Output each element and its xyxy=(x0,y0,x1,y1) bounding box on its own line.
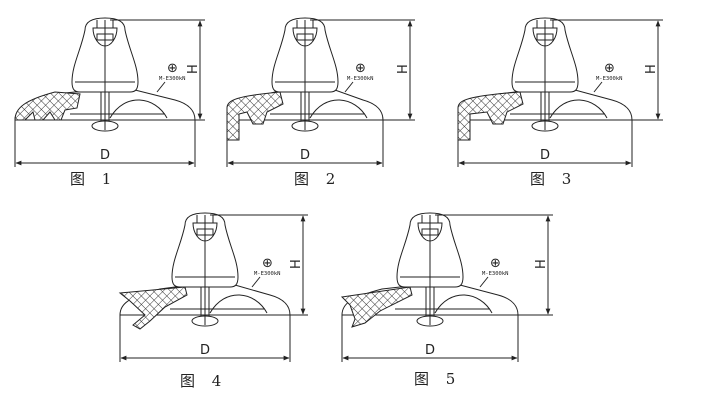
inner-rib-line xyxy=(309,99,368,119)
hatched-section xyxy=(340,286,413,328)
d-dimension-label: D xyxy=(200,343,210,358)
hatched-section xyxy=(226,91,284,141)
figure-5-caption: 图 5 xyxy=(414,370,462,388)
marking-leader xyxy=(479,276,489,288)
h-dimension-label: H xyxy=(289,259,304,269)
rating-marking: M-E300kN xyxy=(347,76,374,82)
inner-rib-line xyxy=(209,294,268,314)
d-dimension-label: D xyxy=(100,148,110,163)
d-dimension-label: D xyxy=(425,343,435,358)
standard-mark-icon: ⊕ xyxy=(262,256,273,271)
figure-1-caption: 图 1 xyxy=(70,170,118,188)
standard-mark-icon: ⊕ xyxy=(490,256,501,271)
d-dimension-label: D xyxy=(300,148,310,163)
standard-mark-icon: ⊕ xyxy=(167,61,178,76)
pin xyxy=(300,92,310,122)
insulator-figure-3: ⊕M-E300kN H D xyxy=(457,17,663,167)
marking-leader xyxy=(344,81,354,93)
hatched-section xyxy=(457,91,524,141)
rating-marking: M-E300kN xyxy=(254,271,281,277)
marking-leader xyxy=(156,81,166,93)
h-dimension-label: H xyxy=(396,64,411,74)
insulator-figure-2: ⊕M-E300kN H D xyxy=(226,17,415,167)
rating-marking: M-E300kN xyxy=(596,76,623,82)
inner-rib-line xyxy=(434,294,493,314)
figure-2-caption: 图 2 xyxy=(294,170,342,188)
figure-3-caption: 图 3 xyxy=(530,170,578,188)
insulator-figure-4: ⊕M-E300kN H D xyxy=(118,212,308,362)
figure-4-caption: 图 4 xyxy=(180,372,228,390)
h-dimension-label: H xyxy=(186,64,201,74)
pin xyxy=(540,92,550,122)
pin xyxy=(100,92,110,122)
insulator-figure-5: ⊕M-E300kN H D xyxy=(340,212,553,362)
hatched-section xyxy=(14,91,81,121)
rating-marking: M-E300kN xyxy=(482,271,509,277)
hatched-section xyxy=(118,286,188,330)
h-dimension-label: H xyxy=(644,64,659,74)
standard-mark-icon: ⊕ xyxy=(355,61,366,76)
inner-rib-line xyxy=(549,99,608,119)
pin xyxy=(200,287,210,317)
h-dimension-label: H xyxy=(534,259,549,269)
standard-mark-icon: ⊕ xyxy=(604,61,615,76)
marking-leader xyxy=(251,276,261,288)
pin xyxy=(425,287,435,317)
rating-marking: M-E300kN xyxy=(159,76,186,82)
marking-leader xyxy=(593,81,603,93)
inner-rib-line xyxy=(109,99,168,119)
d-dimension-label: D xyxy=(540,148,550,163)
